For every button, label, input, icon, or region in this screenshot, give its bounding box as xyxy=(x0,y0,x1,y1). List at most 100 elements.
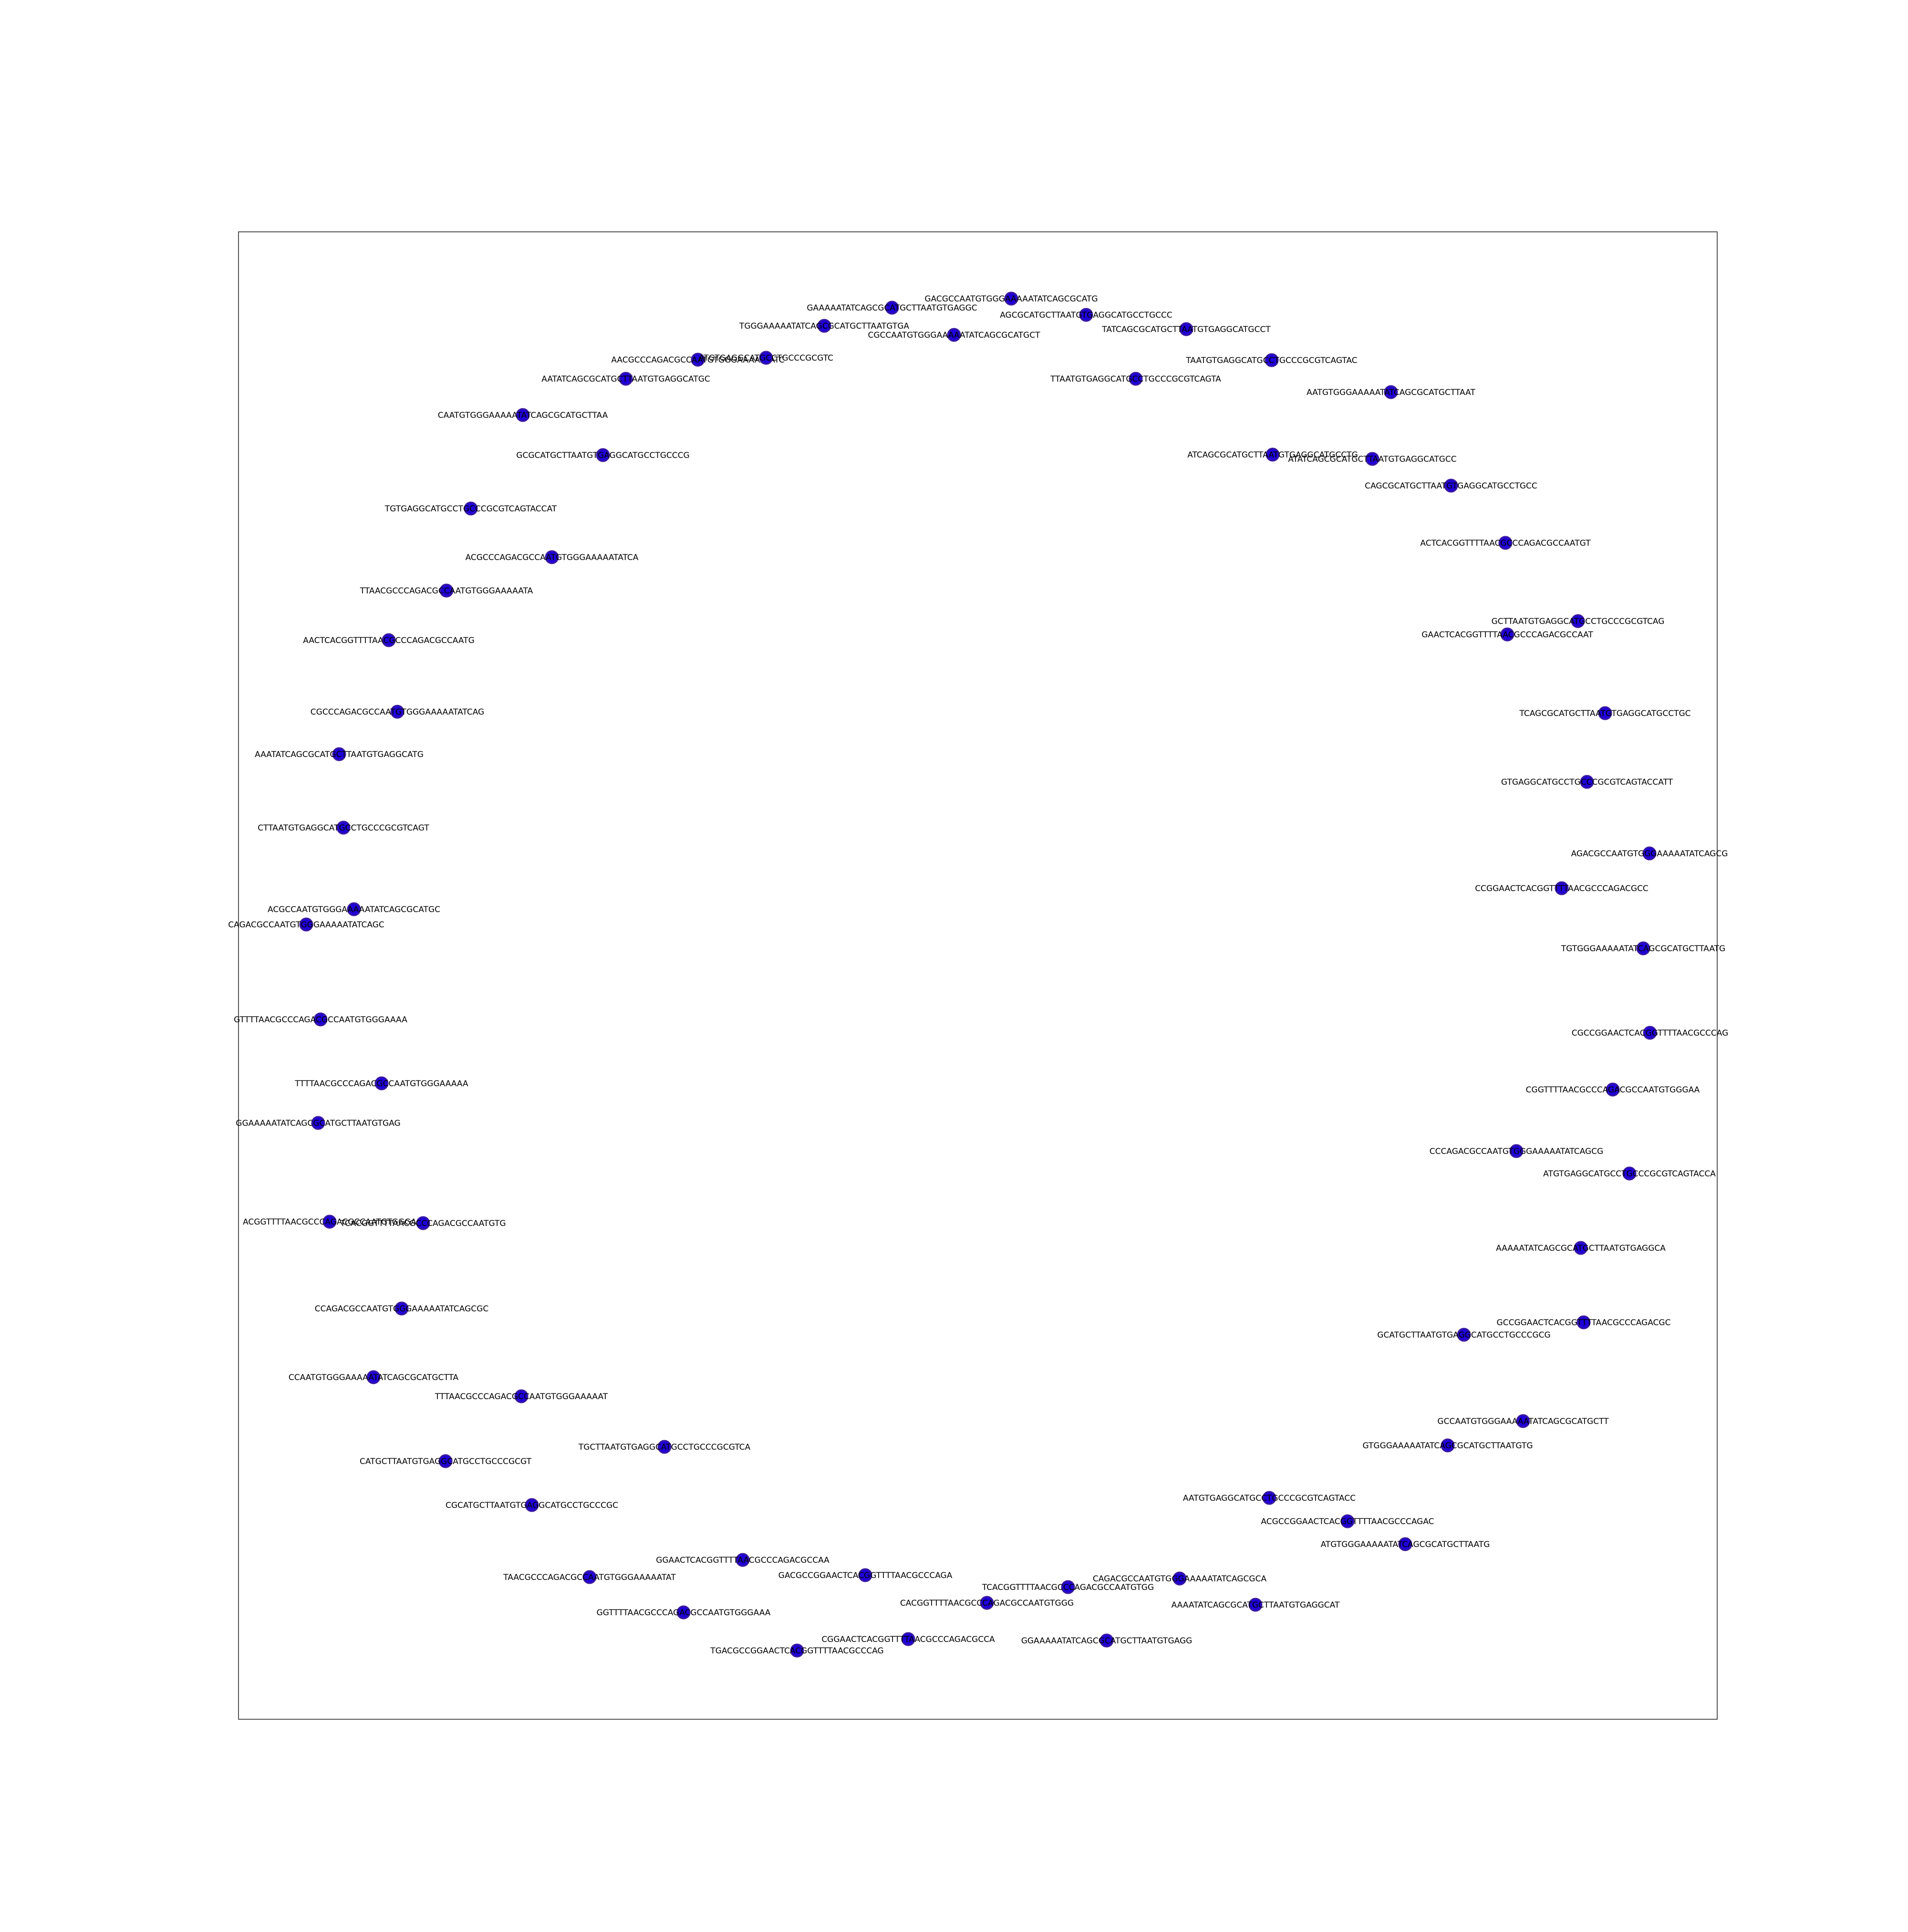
node-dot xyxy=(394,1301,409,1316)
node-dot xyxy=(390,705,404,719)
node-dot xyxy=(1129,372,1143,386)
node-label: GCGCATGCTTAATGTGAGGCATGCCTGCCCG xyxy=(516,451,689,460)
node-dot xyxy=(1643,1026,1657,1040)
node-label: AAAAATATCAGCGCATGCTTAATGTGAGGCA xyxy=(1496,1244,1666,1253)
node-label: AAATATCAGCGCATGCTTAATGTGAGGCATG xyxy=(255,750,424,759)
graph-node: ATGTGAGGCATGCCTGCCCGCGTCAGTACCA xyxy=(1543,1166,1716,1181)
graph-node: TCACGGTTTTAACGCCCAGACGCCAATGTGG xyxy=(982,1580,1154,1594)
node-label: GGTTTTAACGCCCAGACGCCAATGTGGGAAA xyxy=(597,1608,771,1618)
node-label: AAAATATCAGCGCATGCTTAATGTGAGGCAT xyxy=(1172,1600,1340,1610)
graph-node: CGGTTTTAACGCCCAGACGCCAATGTGGGAA xyxy=(1526,1082,1700,1097)
node-dot xyxy=(1636,941,1650,956)
graph-node: CACGGTTTTAACGCCCAGACGCCAATGTGGG xyxy=(900,1596,1074,1610)
graph-node: GCGCATGCTTAATGTGAGGCATGCCTGCCCG xyxy=(516,448,690,462)
node-dot xyxy=(885,301,899,315)
node-label: ACGCCGGAACTCACGGTTTTAACGCCCAGAC xyxy=(1261,1517,1434,1527)
node-dot xyxy=(1079,308,1093,322)
graph-node: GACGCCAATGTGGGAAAAATATCAGCGCATG xyxy=(924,291,1098,306)
node-label: TAATGTGAGGCATGCCTGCCCGCGTCAGTAC xyxy=(1185,356,1357,365)
node-dot xyxy=(657,1440,672,1454)
node-label: GCTTAATGTGAGGCATGCCTGCCCGCGTCAG xyxy=(1492,617,1665,626)
graph-node: GGAAAAATATCAGCGCATGCTTAATGTGAGG xyxy=(1021,1633,1192,1648)
node-dot xyxy=(619,372,633,386)
node-dot xyxy=(1516,1414,1530,1428)
graph-node: CGCCGGAACTCACGGTTTTAACGCCCAG xyxy=(1572,1026,1728,1040)
node-dot xyxy=(1498,536,1513,550)
node-dot xyxy=(1265,447,1280,462)
node-label: GTGGGAAAAATATCAGCGCATGCTTAATGTG xyxy=(1362,1441,1533,1451)
node-dot xyxy=(790,1643,804,1658)
node-dot xyxy=(1004,291,1018,306)
node-label: CCCAGACGCCAATGTGGGAAAAATATCAGCG xyxy=(1430,1147,1603,1156)
node-label: GCCAATGTGGGAAAAATATCAGCGCATGCTT xyxy=(1437,1417,1609,1426)
node-dot xyxy=(759,351,773,365)
node-dot xyxy=(1172,1571,1187,1586)
node-dot xyxy=(1622,1166,1637,1181)
graph-node: AATATCAGCGCATGCTTAATGTGAGGCATGC xyxy=(541,372,710,386)
graph-node: TGTGGGAAAAATATCAGCGCATGCTTAATG xyxy=(1561,941,1725,956)
node-label: TCACGGTTTTAACGCCCAGACGCCAATGTGG xyxy=(982,1583,1154,1592)
graph-node: CAGACGCCAATGTGGGAAAAATATCAGC xyxy=(228,917,384,932)
graph-node: TTTAACGCCCAGACGCCAATGTGGGAAAAAT xyxy=(435,1389,608,1403)
node-label: CGGTTTTAACGCCCAGACGCCAATGTGGGAA xyxy=(1526,1085,1700,1095)
node-dot xyxy=(947,328,961,342)
graph-node: CGCATGCTTAATGTGAGGCATGCCTGCCCGC xyxy=(446,1498,618,1512)
node-dot xyxy=(1398,1537,1412,1551)
graph-node: GAACTCACGGTTTTAACGCCCAGACGCCAAT xyxy=(1421,627,1593,642)
node-dot xyxy=(366,1370,381,1384)
node-dot xyxy=(1340,1514,1355,1528)
graph-node: TAATGTGAGGCATGCCTGCCCGCGTCAGTAC xyxy=(1185,353,1358,367)
graph-node: CGCCCAGACGCCAATGTGGGAAAAATATCAG xyxy=(311,705,484,719)
node-label: CGCATGCTTAATGTGAGGCATGCCTGCCCGC xyxy=(446,1501,618,1510)
node-dot xyxy=(545,550,559,564)
node-label: CAGCGCATGCTTAATGTGAGGCATGCCTGCC xyxy=(1365,481,1537,491)
node-dot xyxy=(439,583,454,598)
node-dot xyxy=(817,319,831,333)
graph-node: ATGTGAGGCATGCCTGCCCGCGTC xyxy=(699,351,833,365)
node-label: ACGGTTTTAACGCCCAGACGCCAATGTGGGA xyxy=(243,1217,416,1227)
node-label: TGGGAAAAATATCAGCGCATGCTTAATGTGA xyxy=(739,322,909,331)
graph-node: CCAATGTGGGAAAAATATCAGCGCATGCTTA xyxy=(289,1370,459,1384)
node-label: CGCCAATGTGGGAAAAATATCAGCGCATGCT xyxy=(868,331,1041,340)
graph-node: TGACGCCGGAACTCACGGTTTTAACGCCCAG xyxy=(710,1643,884,1658)
node-dot xyxy=(901,1632,915,1646)
node-label: AGACGCCAATGTGGGAAAAATATCAGCG xyxy=(1571,849,1728,859)
graph-node: CTTAATGTGAGGCATGCCTGCCCGCGTCAGT xyxy=(258,821,429,835)
node-dot xyxy=(382,633,396,647)
node-label: ATCAGCGCATGCTTAATGTGAGGCATGCCTG xyxy=(1187,450,1358,460)
graph-node: TCAGCGCATGCTTAATGTGAGGCATGCCTGC xyxy=(1519,706,1691,720)
graph-node: ACGCCGGAACTCACGGTTTTAACGCCCAGAC xyxy=(1261,1514,1434,1528)
graph-node: TGCTTAATGTGAGGCATGCCTGCCCGCGTCA xyxy=(578,1440,751,1454)
node-label: TGTGGGAAAAATATCAGCGCATGCTTAATG xyxy=(1561,944,1725,954)
node-label: ATGTGAGGCATGCCTGCCCGCGTCAGTACCA xyxy=(1543,1169,1716,1179)
node-label: GCCGGAACTCACGGTTTTAACGCCCAGACGC xyxy=(1497,1318,1671,1328)
graph-node: AAATATCAGCGCATGCTTAATGTGAGGCATG xyxy=(255,747,424,761)
plot-frame xyxy=(238,231,1718,1720)
node-dot xyxy=(1444,478,1458,493)
node-label: GAACTCACGGTTTTAACGCCCAGACGCCAAT xyxy=(1421,630,1593,640)
node-label: TTTAACGCCCAGACGCCAATGTGGGAAAAAT xyxy=(435,1392,608,1402)
node-dot xyxy=(313,1012,328,1027)
node-dot xyxy=(858,1568,872,1582)
node-label: GACGCCAATGTGGGAAAAATATCAGCGCATG xyxy=(924,294,1098,304)
graph-node: ACGCCAATGTGGGAAAAATATCAGCGCATGC xyxy=(268,902,440,916)
node-label: TGACGCCGGAACTCACGGTTTTAACGCCCAG xyxy=(710,1646,883,1656)
node-label: CCAGACGCCAATGTGGGAAAAATATCAGCGC xyxy=(315,1304,488,1314)
node-label: TGCTTAATGTGAGGCATGCCTGCCCGCGTCA xyxy=(578,1443,751,1452)
nodes-layer: GACGCCAATGTGGGAAAAATATCAGCGCATGGAAAAATAT… xyxy=(228,291,1728,1658)
graph-node: GTGGGAAAAATATCAGCGCATGCTTAATGTG xyxy=(1362,1438,1533,1453)
node-dot xyxy=(1576,1315,1591,1330)
node-label: GGAACTCACGGTTTTAACGCCCAGACGCCAA xyxy=(656,1556,830,1565)
node-label: ACGCCAATGTGGGAAAAATATCAGCGCATGC xyxy=(268,905,440,914)
graph-node: GCTTAATGTGAGGCATGCCTGCCCGCGTCAG xyxy=(1492,614,1665,628)
node-dot xyxy=(691,353,705,367)
node-label: ATGTGAGGCATGCCTGCCCGCGTC xyxy=(699,353,833,363)
node-label: CTTAATGTGAGGCATGCCTGCCCGCGTCAGT xyxy=(258,823,429,833)
node-label: TCACGGTTTTAACGCCCAGACGCCAATGTG xyxy=(340,1219,506,1228)
graph-node: CAGACGCCAATGTGGGAAAAATATCAGCGCA xyxy=(1093,1571,1266,1586)
node-dot xyxy=(464,501,478,516)
graph-node: CCGGAACTCACGGTTTTAACGCCCAGACGCC xyxy=(1475,881,1649,895)
node-label: TTTTAACGCCCAGACGCCAATGTGGGAAAAA xyxy=(294,1079,468,1089)
node-dot xyxy=(514,1389,529,1403)
graph-node: AATGTGAGGCATGCCTGCCCGCGTCAGTACC xyxy=(1183,1491,1356,1505)
